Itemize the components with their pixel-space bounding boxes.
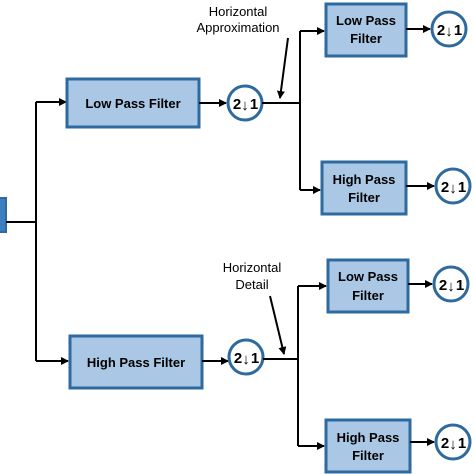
- l2-bottom-lp-line1: Low Pass: [338, 269, 398, 284]
- ds-l2-3-arrow: ↓: [447, 278, 455, 295]
- ds-l2-2-arrow: ↓: [449, 180, 457, 197]
- downsampler-l2-1: 2 ↓ 1: [430, 10, 468, 48]
- level2-output-wires: [406, 25, 435, 446]
- input-wires: [6, 98, 69, 365]
- ds-l2-1-target: 1: [454, 22, 462, 39]
- ds-bottom-factor: 2: [234, 350, 242, 367]
- ds-l2-1-arrow: ↓: [445, 23, 453, 40]
- l2-top-hp-line2: Filter: [348, 190, 380, 205]
- level1-high-pass-label: High Pass Filter: [87, 355, 185, 370]
- annotation-approx-line2: Approximation: [196, 20, 279, 35]
- top-branch-wires: [262, 27, 325, 194]
- downsampler-l2-4: 2 ↓ 1: [434, 423, 472, 461]
- l2-bottom-hp-line1: High Pass: [337, 430, 400, 445]
- ds-l2-2-factor: 2: [441, 179, 449, 196]
- level2-top-high-pass-filter: High Pass Filter: [320, 160, 408, 216]
- level2-top-low-pass-filter: Low Pass Filter: [324, 2, 408, 58]
- ds-bottom-target: 1: [251, 350, 259, 367]
- ds-l2-3-target: 1: [456, 277, 464, 294]
- ds-bottom-arrow: ↓: [242, 351, 250, 368]
- annotation-horizontal-detail: Horizontal Detail: [223, 260, 287, 355]
- l2-bottom-hp-line2: Filter: [352, 448, 384, 463]
- downsampler-l2-2: 2 ↓ 1: [434, 167, 472, 205]
- annotation-horizontal-approximation: Horizontal Approximation: [196, 4, 289, 99]
- annotation-detail-line1: Horizontal: [223, 260, 282, 275]
- downsampler-top: 2 ↓ 1: [226, 84, 264, 122]
- level1-low-pass-filter: Low Pass Filter: [65, 77, 201, 129]
- annotation-detail-line2: Detail: [235, 277, 268, 292]
- level1-high-pass-filter: High Pass Filter: [68, 334, 204, 390]
- annotation-approx-line1: Horizontal: [209, 4, 268, 19]
- input-signal-block: [0, 197, 7, 233]
- l2-top-hp-line1: High Pass: [333, 172, 396, 187]
- bottom-branch-wires: [263, 282, 327, 450]
- ds-l2-2-target: 1: [458, 179, 466, 196]
- ds-l2-1-factor: 2: [437, 22, 445, 39]
- l2-top-lp-line1: Low Pass: [336, 13, 396, 28]
- l2-bottom-lp-line2: Filter: [352, 288, 384, 303]
- level2-bottom-low-pass-filter: Low Pass Filter: [326, 258, 410, 314]
- ds-top-arrow: ↓: [241, 97, 249, 114]
- ds-l2-4-factor: 2: [441, 435, 449, 452]
- ds-l2-3-factor: 2: [439, 277, 447, 294]
- downsampler-l2-3: 2 ↓ 1: [432, 265, 470, 303]
- ds-top-factor: 2: [233, 96, 241, 113]
- ds-top-target: 1: [250, 96, 258, 113]
- l2-top-lp-line2: Filter: [350, 31, 382, 46]
- level1-low-pass-label: Low Pass Filter: [85, 96, 180, 111]
- downsampler-bottom: 2 ↓ 1: [227, 338, 265, 376]
- ds-l2-4-arrow: ↓: [449, 436, 457, 453]
- level2-bottom-high-pass-filter: High Pass Filter: [324, 418, 412, 474]
- ds-l2-4-target: 1: [458, 435, 466, 452]
